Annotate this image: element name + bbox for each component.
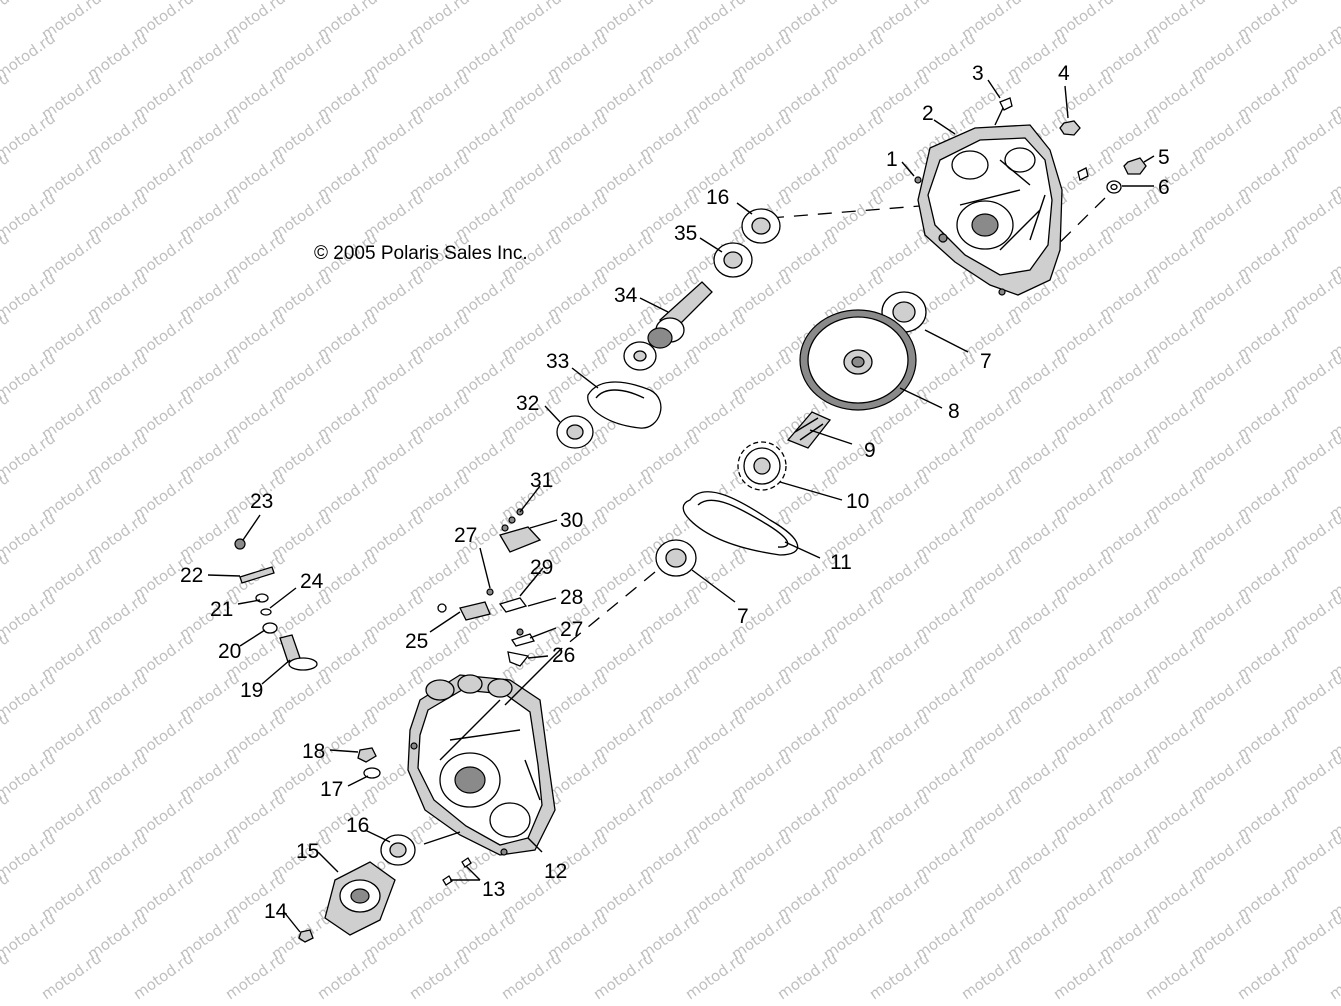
callout-7-lower: 7 bbox=[737, 605, 749, 628]
watermark-text: motod.ru bbox=[0, 509, 59, 563]
bolt-14 bbox=[298, 929, 314, 943]
watermark-text: motod.ru bbox=[774, 949, 841, 1003]
callout-34: 34 bbox=[614, 284, 638, 307]
callout-10: 10 bbox=[846, 490, 869, 513]
sensor-group bbox=[437, 508, 542, 667]
watermark-text: motod.ru bbox=[0, 349, 59, 403]
watermark-text: motod.ru bbox=[130, 949, 197, 1003]
nut-4 bbox=[1059, 120, 1081, 136]
output-shaft-9 bbox=[786, 411, 832, 449]
driven-gear-8 bbox=[799, 309, 917, 411]
watermark-text: motod.ru bbox=[0, 269, 59, 323]
callout-12: 12 bbox=[544, 860, 567, 883]
gearcase-cover bbox=[917, 124, 1063, 296]
callout-22: 22 bbox=[180, 564, 203, 587]
callout-21: 21 bbox=[210, 598, 233, 621]
callout-6: 6 bbox=[1158, 176, 1170, 199]
callout-29: 29 bbox=[530, 556, 553, 579]
callout-2: 2 bbox=[922, 102, 934, 125]
callout-27-lower: 27 bbox=[560, 618, 583, 641]
bearing-16-upper bbox=[741, 208, 781, 244]
watermark-text: motod.ru bbox=[1326, 949, 1341, 1003]
callout-30: 30 bbox=[560, 509, 583, 532]
watermark-text: motod.ru bbox=[1234, 949, 1301, 1003]
callout-24: 24 bbox=[300, 570, 324, 593]
callout-15: 15 bbox=[296, 840, 319, 863]
watermark-text: motod.ru bbox=[590, 949, 657, 1003]
leader-lines bbox=[207, 79, 1155, 933]
watermark-text: motod.ru bbox=[1050, 949, 1117, 1003]
dowel-13 bbox=[442, 857, 472, 886]
watermark-text: motod.ru bbox=[1142, 949, 1209, 1003]
callout-18: 18 bbox=[302, 740, 325, 763]
input-shaft-34 bbox=[623, 281, 713, 371]
callout-labels: 1 2 3 4 5 6 7 7 8 9 10 11 12 13 14 15 16… bbox=[180, 62, 1170, 923]
callout-8: 8 bbox=[948, 400, 960, 423]
callout-16-lower: 16 bbox=[346, 814, 369, 837]
gearcase-main bbox=[407, 674, 556, 856]
bolt-1b bbox=[1077, 167, 1089, 181]
washer-17 bbox=[363, 767, 381, 779]
copyright-text: © 2005 Polaris Sales Inc. bbox=[314, 243, 528, 264]
callout-14: 14 bbox=[264, 900, 288, 923]
bearing-35 bbox=[713, 242, 753, 278]
bolt-18 bbox=[357, 747, 377, 763]
callout-33: 33 bbox=[546, 350, 569, 373]
callout-31: 31 bbox=[530, 469, 553, 492]
callout-13: 13 bbox=[482, 878, 505, 901]
sprocket-10 bbox=[737, 441, 787, 491]
callout-19: 19 bbox=[240, 679, 263, 702]
watermark-text: motod.ru bbox=[0, 909, 59, 963]
watermark-text: motod.ru bbox=[0, 0, 13, 43]
callout-5: 5 bbox=[1158, 146, 1170, 169]
watermark-text: motod.ru bbox=[0, 589, 59, 643]
callout-35: 35 bbox=[674, 222, 697, 245]
bearing-7-lower bbox=[655, 539, 697, 577]
callout-20: 20 bbox=[218, 640, 241, 663]
cover-15 bbox=[324, 861, 396, 936]
watermark-text: motod.ru bbox=[498, 949, 565, 1003]
callout-7-upper: 7 bbox=[980, 350, 992, 373]
watermark-text: motod.ru bbox=[0, 829, 59, 883]
callout-23: 23 bbox=[250, 490, 273, 513]
shift-assembly bbox=[234, 538, 318, 671]
watermark-text: motod.ru bbox=[0, 29, 59, 83]
watermark-text: motod.ru bbox=[406, 949, 473, 1003]
watermark-text: motod.ru bbox=[0, 429, 59, 483]
watermark-text: motod.ru bbox=[682, 949, 749, 1003]
callout-25: 25 bbox=[405, 630, 428, 653]
assembly-axis-upper bbox=[769, 205, 921, 219]
callout-11: 11 bbox=[830, 551, 852, 574]
chain-33 bbox=[587, 381, 662, 429]
watermark-text: motod.ru bbox=[222, 949, 289, 1003]
bearing-32 bbox=[556, 415, 594, 449]
bolt-1 bbox=[914, 176, 922, 184]
callout-28: 28 bbox=[560, 586, 583, 609]
watermark-text: motod.ru bbox=[866, 949, 933, 1003]
callout-16-upper: 16 bbox=[706, 186, 729, 209]
callout-1: 1 bbox=[886, 148, 898, 171]
callout-17: 17 bbox=[320, 778, 343, 801]
callout-3: 3 bbox=[972, 62, 984, 85]
plug-5 bbox=[1123, 157, 1147, 175]
watermark-text: motod.ru bbox=[0, 669, 59, 723]
watermark-text: motod.ru bbox=[38, 949, 105, 1003]
washer-6 bbox=[1106, 180, 1122, 194]
callout-26: 26 bbox=[552, 644, 575, 667]
watermark-text: motod.ru bbox=[958, 949, 1025, 1003]
callout-27-upper: 27 bbox=[454, 524, 477, 547]
watermark-text: motod.ru bbox=[0, 749, 59, 803]
watermark-text: motod.ru bbox=[0, 189, 59, 243]
watermark-text: motod.ru bbox=[314, 949, 381, 1003]
callout-9: 9 bbox=[864, 439, 876, 462]
callout-4: 4 bbox=[1058, 62, 1070, 85]
watermark-text: motod.ru bbox=[0, 109, 59, 163]
bolt-3 bbox=[994, 97, 1013, 126]
chain-11 bbox=[682, 491, 799, 556]
callout-32: 32 bbox=[516, 392, 539, 415]
assembly-axis-lower bbox=[559, 571, 656, 651]
